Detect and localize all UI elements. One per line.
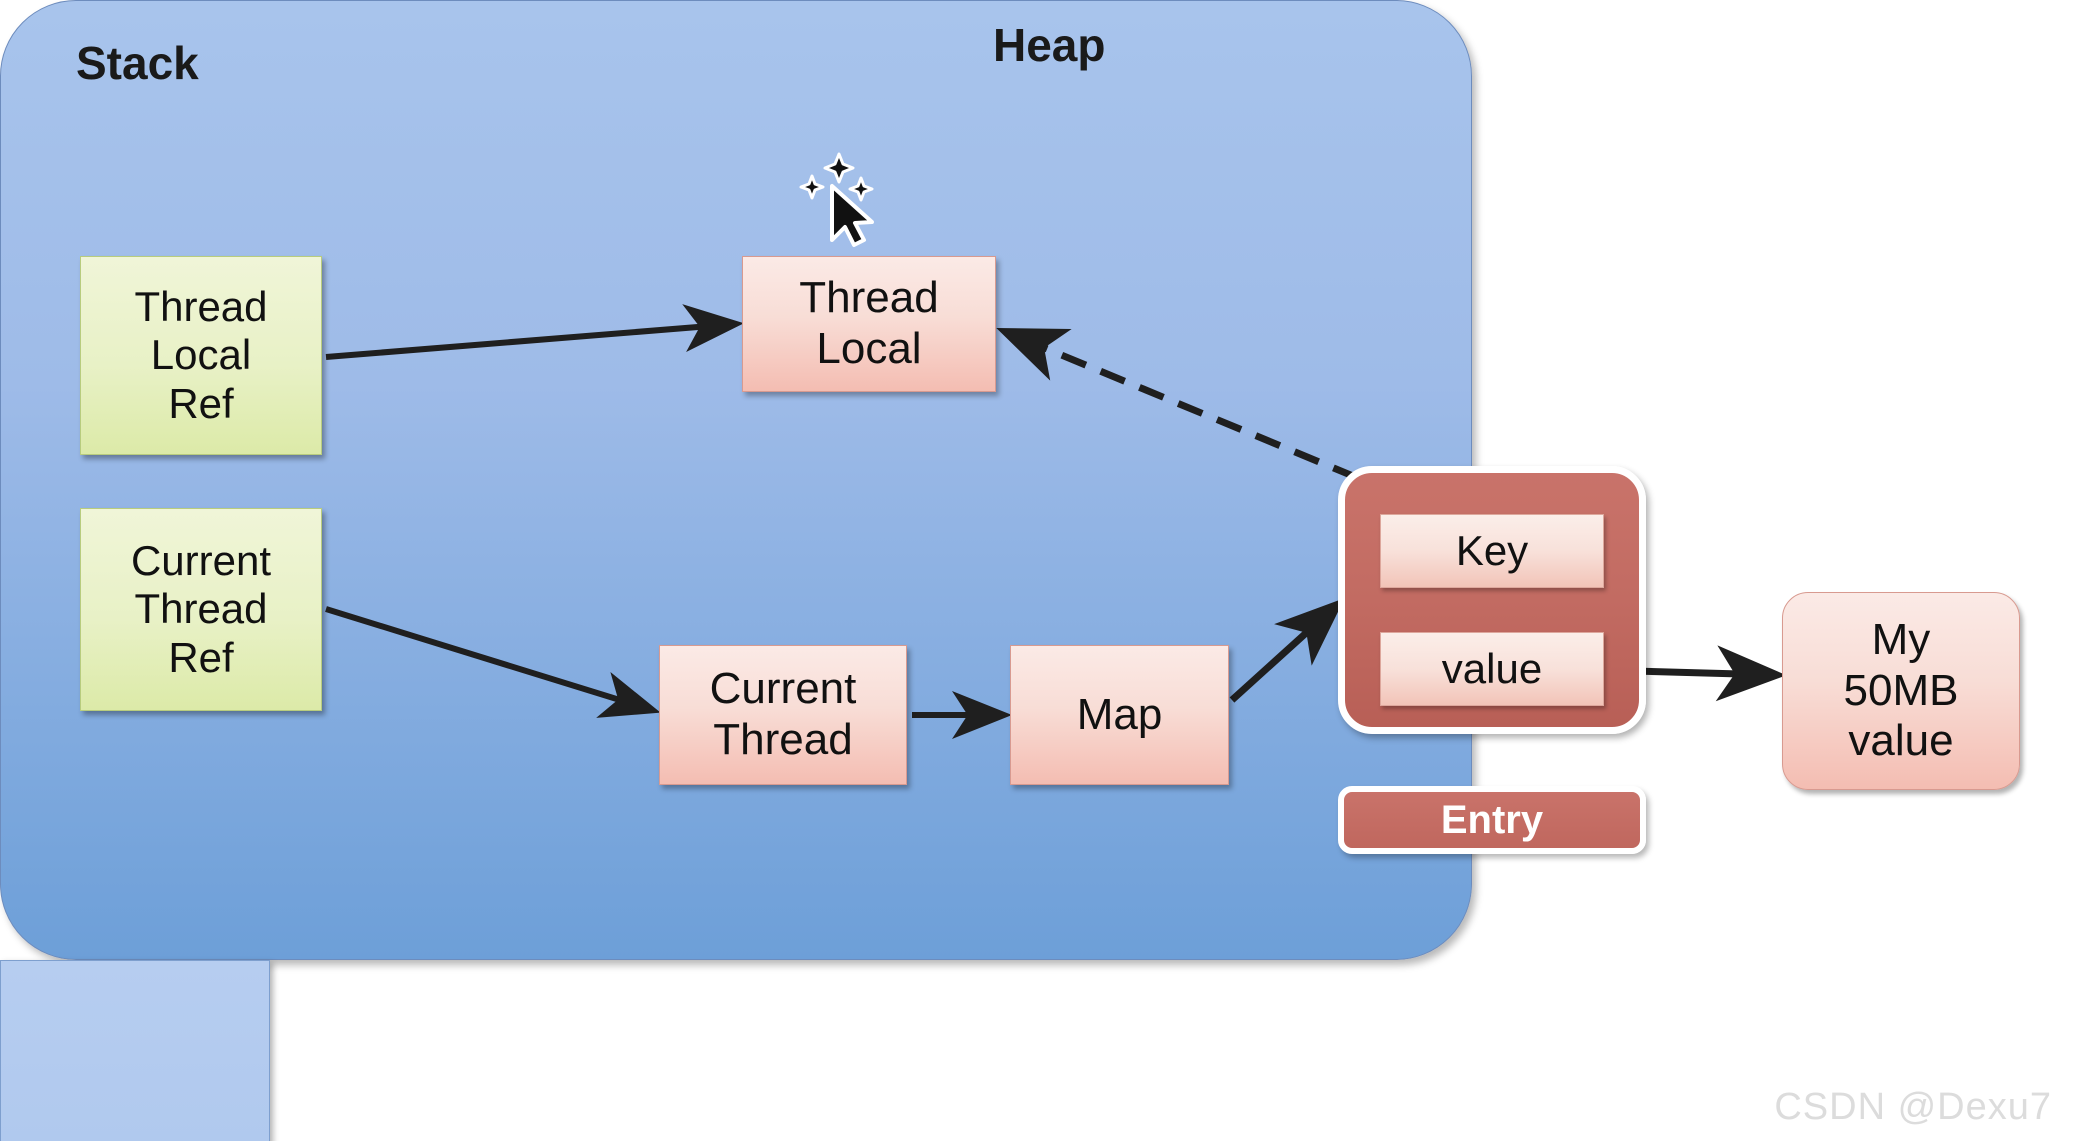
entry-value-slot[interactable]: value	[1380, 632, 1604, 706]
edge-map-to-entry	[1229, 597, 1345, 703]
node-thread-local[interactable]: Thread Local	[742, 256, 996, 392]
entry-legend-box: Entry	[1338, 786, 1646, 854]
entry-key-slot[interactable]: Key	[1380, 514, 1604, 588]
stack-slot-thread-local-ref-label: Thread Local Ref	[134, 283, 268, 427]
stack-slot-current-thread-ref[interactable]: Current Thread Ref	[80, 508, 322, 711]
node-current-thread[interactable]: Current Thread	[659, 645, 907, 785]
watermark: CSDN @Dexu7	[1774, 1086, 2052, 1128]
stack-slot-current-thread-ref-label: Current Thread Ref	[130, 537, 272, 681]
stack-title: Stack	[76, 37, 199, 89]
heap-region	[0, 0, 1472, 960]
node-thread-local-label: Thread Local	[799, 273, 939, 373]
node-map[interactable]: Map	[1010, 645, 1229, 785]
edge-currentthreadref-to-currentthread	[325, 606, 661, 718]
heap-title: Heap	[993, 19, 1106, 71]
node-current-thread-label: Current Thread	[709, 664, 857, 764]
entry-value-label: value	[1441, 645, 1543, 692]
edge-key-to-threadlocal-weak-dashed	[996, 327, 1437, 514]
edge-threadlocalref-to-threadlocal	[325, 304, 744, 360]
node-map-label: Map	[1076, 689, 1163, 739]
stack-region	[0, 960, 270, 1141]
entry-key-label: Key	[1455, 527, 1529, 574]
stack-slot-thread-local-ref[interactable]: Thread Local Ref	[80, 256, 322, 455]
entry-legend-label: Entry	[1440, 797, 1544, 842]
node-my-50mb-value[interactable]: My 50MB value	[1782, 592, 2020, 790]
node-my-50mb-value-label: My 50MB value	[1843, 615, 1959, 766]
